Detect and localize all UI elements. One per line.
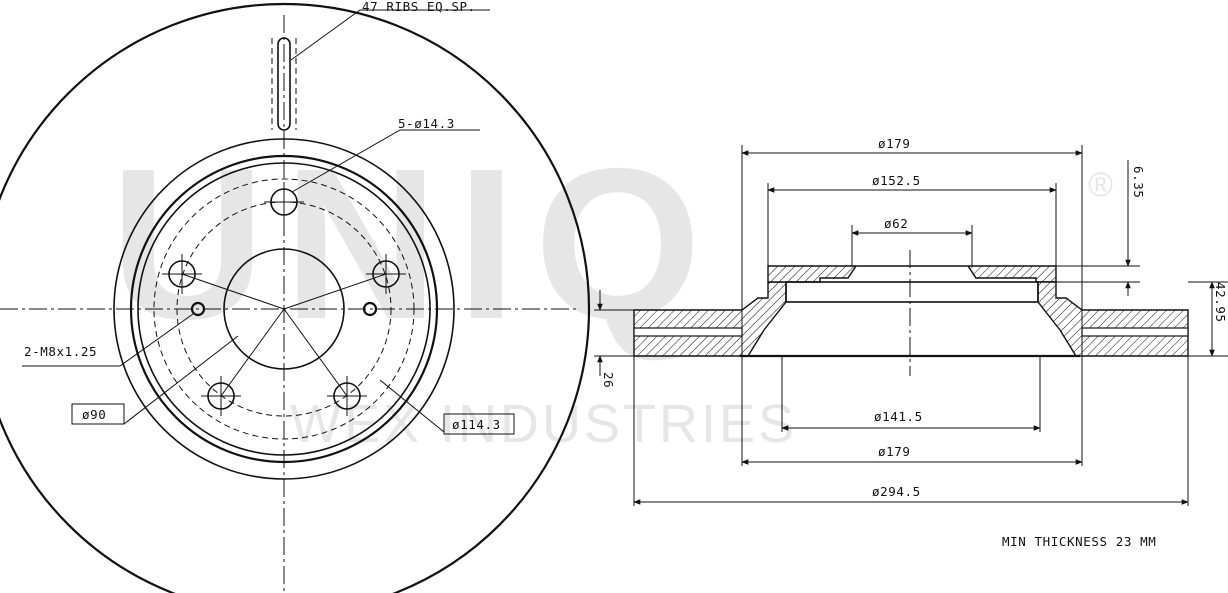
pcd-box xyxy=(443,413,515,435)
center-bore-box xyxy=(71,403,125,425)
brand-watermark: UNIQ xyxy=(110,123,720,364)
rib-slot xyxy=(277,37,291,131)
bolt-holes-leader xyxy=(291,129,480,193)
threaded-holes-label: 2-M8x1.25 xyxy=(24,344,97,359)
front-view: 47 RIBS EQ.SP. 5-ø14.3 2-M8x1.25 ø90 ø11… xyxy=(0,0,591,593)
min-thickness-note: MIN THICKNESS 23 MM xyxy=(1002,534,1156,549)
outer-disc-circle xyxy=(0,2,591,593)
threaded-holes-leader xyxy=(22,313,194,367)
section-view: ø179 ø152.5 ø62 6.35 42.95 26 ø141.5 ø17… xyxy=(594,136,1228,506)
outer-dia-label: ø294.5 xyxy=(872,484,921,499)
company-watermark: WEX INDUSTRIES xyxy=(290,394,797,454)
extension-lines xyxy=(594,145,1228,506)
hat-inner-dia-label: ø152.5 xyxy=(872,173,921,188)
ribs-leader xyxy=(290,9,490,61)
ribs-label: 47 RIBS EQ.SP. xyxy=(362,0,476,14)
inner-friction-dia-label: ø141.5 xyxy=(874,409,923,424)
pcd-leader xyxy=(379,379,445,433)
hat-inner-opening xyxy=(785,281,1039,303)
center-bore-label: ø90 xyxy=(82,407,106,422)
vent-gap-right xyxy=(1081,327,1189,337)
dimension-lines xyxy=(597,150,1215,505)
hat-top-thickness-label: 6.35 xyxy=(1131,166,1146,199)
threaded-hole-right xyxy=(362,301,378,317)
hat-base-dia-label: ø179 xyxy=(878,444,911,459)
section-hat-top xyxy=(767,265,1057,283)
radial-lines xyxy=(181,273,387,397)
bolt-holes-label: 5-ø14.3 xyxy=(398,116,455,131)
rotor-thickness-label: 26 xyxy=(601,372,616,388)
pcd-label: ø114.3 xyxy=(452,417,501,432)
center-bore-dia-label: ø62 xyxy=(884,216,908,231)
hat-outer-dia-label: ø179 xyxy=(878,136,911,151)
overall-height-label: 42.95 xyxy=(1213,282,1228,323)
section-right-body xyxy=(1037,281,1189,357)
center-bore-leader xyxy=(123,335,239,425)
vent-gap-left xyxy=(633,327,743,337)
threaded-hole-left xyxy=(190,301,206,317)
registered-mark: ® xyxy=(1088,166,1113,204)
